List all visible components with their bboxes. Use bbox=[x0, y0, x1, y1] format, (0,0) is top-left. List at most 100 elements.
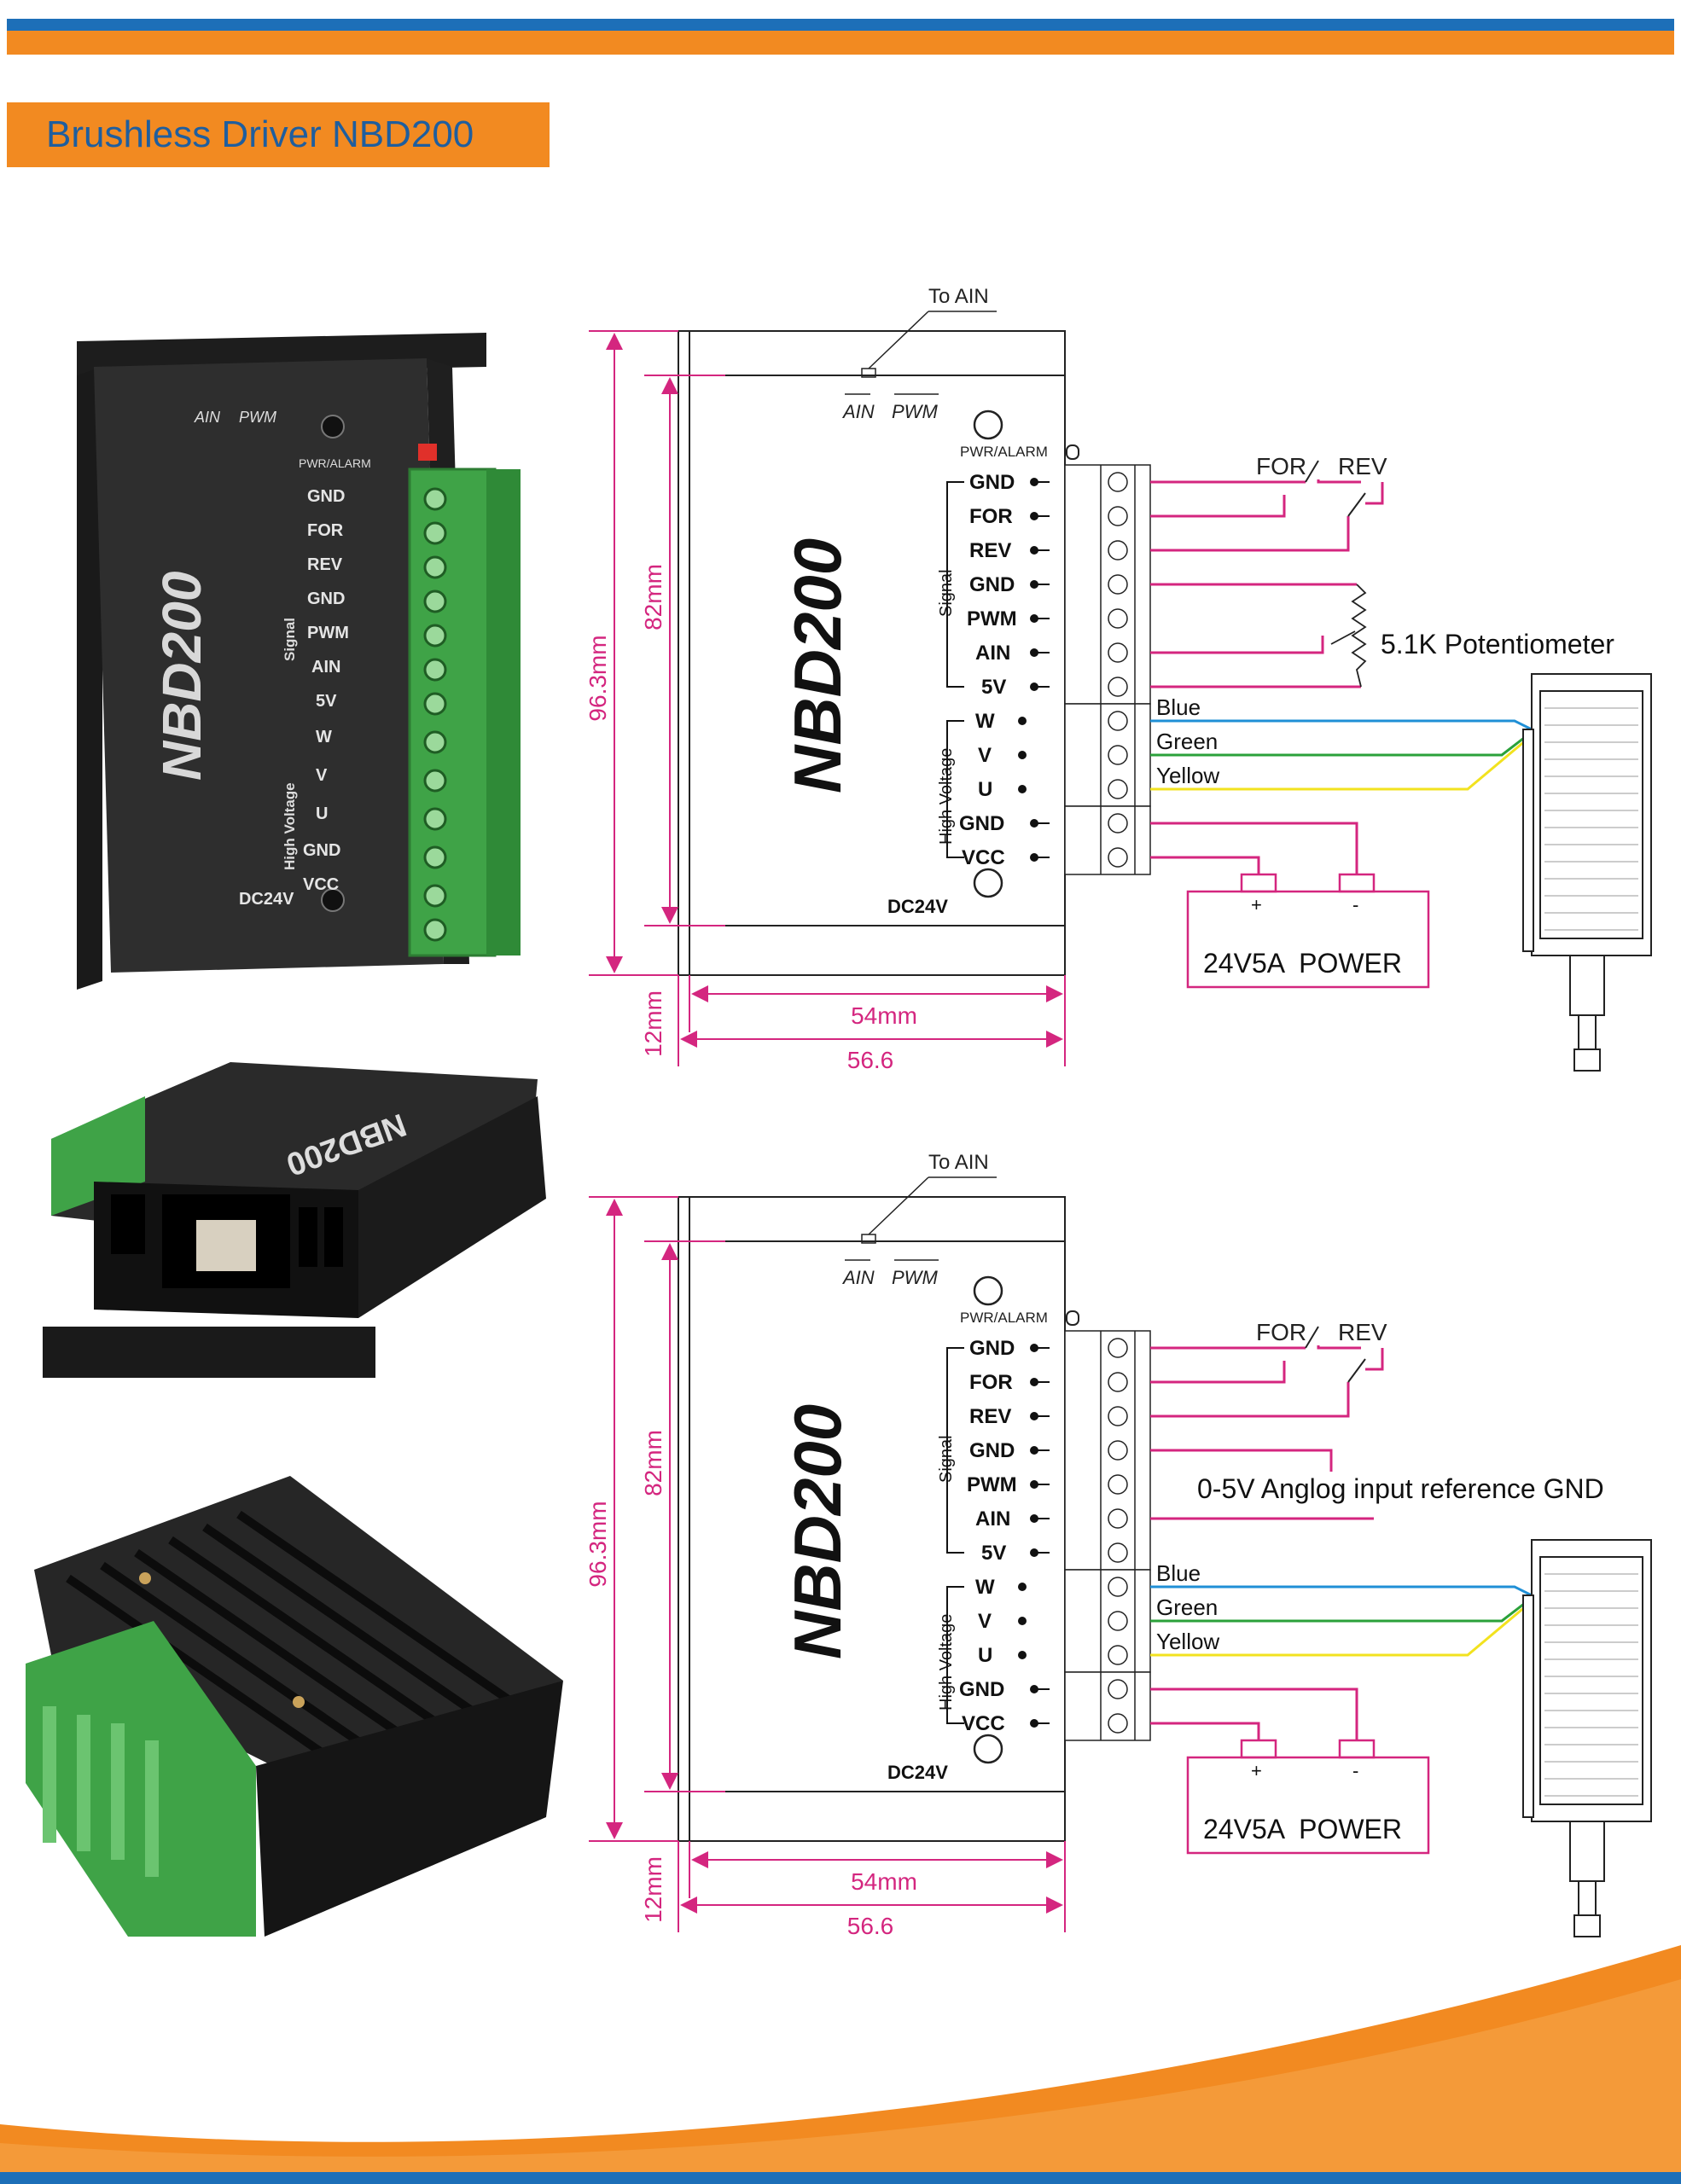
photo-pin-pwm: PWM bbox=[307, 624, 349, 642]
top-pin-gnd2: GND bbox=[969, 573, 1015, 596]
photo-pin-rev: REV bbox=[307, 555, 343, 574]
photo-hv-label: High Voltage bbox=[282, 782, 298, 870]
bottom-analog-note: 0-5V Anglog input reference GND bbox=[1197, 1473, 1604, 1504]
photo-dc-label: DC24V bbox=[239, 890, 294, 909]
top-potentiometer-label: 5.1K Potentiometer bbox=[1381, 629, 1614, 659]
top-model-label: NBD200 bbox=[780, 538, 855, 793]
top-pin-w: W bbox=[975, 710, 995, 733]
photo-pin-5v: 5V bbox=[316, 692, 337, 711]
top-motor bbox=[1522, 673, 1652, 1072]
top-dim-inner-width: 54mm bbox=[851, 1002, 917, 1029]
photo-ain-label: AIN bbox=[194, 409, 221, 426]
driver-heatsink-photo bbox=[26, 1476, 563, 1937]
top-pin-5v: 5V bbox=[981, 676, 1006, 699]
photo-pin-vcc: VCC bbox=[303, 875, 339, 894]
top-dim-inner-height: 82mm bbox=[640, 564, 666, 630]
photo-pin-u: U bbox=[316, 804, 328, 823]
bottom-pin-w: W bbox=[975, 1576, 995, 1599]
photo-pin-v: V bbox=[316, 766, 328, 785]
bottom-power-minus: - bbox=[1352, 1760, 1358, 1781]
photo-pin-gnd3: GND bbox=[303, 841, 340, 860]
bottom-dc-label: DC24V bbox=[887, 1762, 948, 1783]
bottom-dim-total-width: 56.6 bbox=[847, 1913, 894, 1939]
bottom-pin-gnd2: GND bbox=[969, 1439, 1015, 1462]
bottom-dim-total-height: 96.3mm bbox=[585, 1501, 611, 1587]
photo-pwm-label: PWM bbox=[239, 409, 276, 426]
bottom-wire-green-label: Green bbox=[1156, 1594, 1218, 1620]
bottom-pwm-label: PWM bbox=[892, 1267, 938, 1288]
bottom-to-ain-label: To AIN bbox=[928, 1151, 989, 1174]
top-pin-vcc: VCC bbox=[962, 846, 1005, 869]
top-bar-orange bbox=[7, 31, 1674, 55]
top-ain-label: AIN bbox=[841, 401, 875, 422]
bottom-pin-v: V bbox=[978, 1610, 992, 1633]
bottom-switch-rev-label: REV bbox=[1338, 1319, 1387, 1345]
bottom-power-plus: + bbox=[1251, 1760, 1262, 1781]
top-pin-for: FOR bbox=[969, 505, 1013, 528]
top-to-ain-label: To AIN bbox=[928, 285, 989, 308]
bottom-motor bbox=[1522, 1539, 1652, 1937]
page-title: Brushless Driver NBD200 bbox=[7, 102, 550, 167]
top-dim-total-width: 56.6 bbox=[847, 1047, 894, 1073]
bottom-pin-ain: AIN bbox=[975, 1507, 1010, 1531]
top-pin-pwm: PWM bbox=[967, 607, 1017, 630]
bottom-pin-pwm: PWM bbox=[967, 1473, 1017, 1496]
bottom-dim-inner-width: 54mm bbox=[851, 1868, 917, 1895]
bottom-ain-label: AIN bbox=[841, 1267, 875, 1288]
top-wire-blue-label: Blue bbox=[1156, 694, 1201, 720]
diagram-top: To AIN AIN PWM PWR/ALARM NBD200 GND FOR … bbox=[585, 285, 1652, 1073]
photo-model-label: NBD200 bbox=[151, 572, 212, 781]
bottom-pwr-alarm-label: PWR/ALARM bbox=[960, 1310, 1048, 1326]
diagram-bottom: To AIN AIN PWM PWR/ALARM NBD200 GND FOR … bbox=[585, 1151, 1652, 1939]
bottom-pin-u: U bbox=[978, 1644, 992, 1667]
top-pin-rev: REV bbox=[969, 539, 1011, 562]
driver-front-photo: NBD200 AIN PWM PWR/ALARM GND FOR REV GND… bbox=[77, 333, 521, 990]
photo-signal-label: Signal bbox=[282, 618, 298, 661]
bottom-pin-rev: REV bbox=[969, 1405, 1011, 1428]
top-dc-label: DC24V bbox=[887, 896, 948, 917]
bottom-pin-for: FOR bbox=[969, 1371, 1013, 1394]
terminal-screws bbox=[423, 487, 447, 942]
top-pin-gnd1: GND bbox=[969, 471, 1015, 494]
top-switch-rev-label: REV bbox=[1338, 453, 1387, 479]
bottom-hv-label: High Voltage bbox=[937, 1614, 956, 1711]
top-bar-blue bbox=[7, 19, 1674, 31]
photo-pin-w: W bbox=[316, 728, 332, 746]
bottom-pin-gnd1: GND bbox=[969, 1337, 1015, 1360]
top-signal-label: Signal bbox=[937, 569, 956, 617]
top-pwr-alarm-label: PWR/ALARM bbox=[960, 444, 1048, 460]
bottom-pin-gnd3: GND bbox=[959, 1678, 1004, 1701]
top-wire-yellow-label: Yellow bbox=[1156, 763, 1219, 788]
top-power-label: 24V5A POWER bbox=[1203, 948, 1402, 979]
bottom-power-label: 24V5A POWER bbox=[1203, 1814, 1402, 1844]
bottom-wire-yellow-label: Yellow bbox=[1156, 1629, 1219, 1654]
bottom-signal-label: Signal bbox=[937, 1435, 956, 1483]
bottom-dim-inner-height: 82mm bbox=[640, 1430, 666, 1496]
top-wire-green-label: Green bbox=[1156, 729, 1218, 754]
top-pin-v: V bbox=[978, 744, 992, 767]
top-hv-label: High Voltage bbox=[937, 748, 956, 845]
bottom-wave-decoration bbox=[0, 1945, 1681, 2184]
photo-pwr-alarm-label: PWR/ALARM bbox=[299, 456, 371, 470]
top-pwm-label: PWM bbox=[892, 401, 938, 422]
top-pin-u: U bbox=[978, 778, 992, 801]
driver-end-photo: NBD200 bbox=[43, 1062, 546, 1378]
photo-pin-gnd2: GND bbox=[307, 590, 345, 608]
bottom-pin-vcc: VCC bbox=[962, 1712, 1005, 1735]
bottom-dim-base: 12mm bbox=[640, 1856, 666, 1923]
top-pin-ain: AIN bbox=[975, 642, 1010, 665]
top-switch-for-label: FOR bbox=[1256, 453, 1306, 479]
photo-pin-gnd1: GND bbox=[307, 487, 345, 506]
top-pin-gnd3: GND bbox=[959, 812, 1004, 835]
photo-pin-for: FOR bbox=[307, 521, 344, 540]
top-power-plus: + bbox=[1251, 894, 1262, 915]
top-dim-base: 12mm bbox=[640, 990, 666, 1057]
top-power-minus: - bbox=[1352, 894, 1358, 915]
bottom-wire-blue-label: Blue bbox=[1156, 1560, 1201, 1586]
photo-pin-ain: AIN bbox=[311, 658, 340, 677]
bottom-model-label: NBD200 bbox=[780, 1404, 855, 1659]
bottom-pin-5v: 5V bbox=[981, 1542, 1006, 1565]
top-dim-total-height: 96.3mm bbox=[585, 635, 611, 721]
bottom-switch-for-label: FOR bbox=[1256, 1319, 1306, 1345]
